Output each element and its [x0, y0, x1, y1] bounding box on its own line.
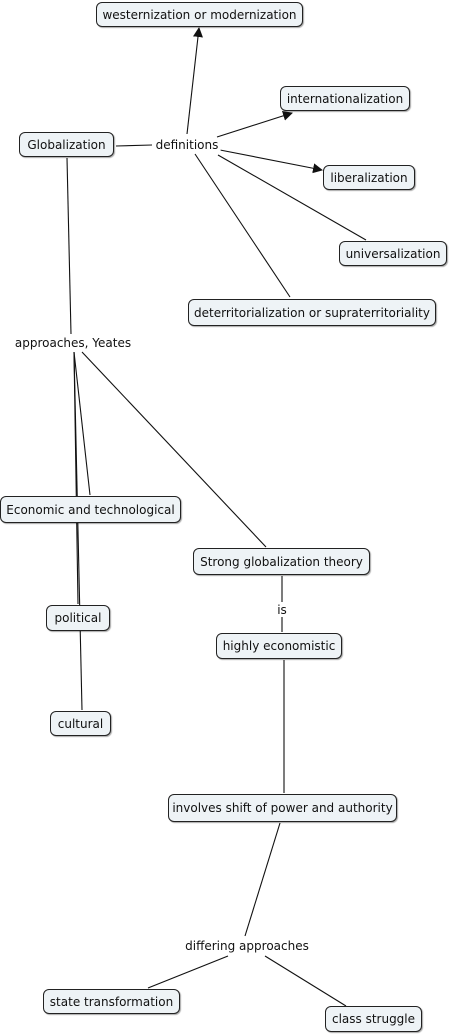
concept-node-globalization[interactable]: Globalization: [19, 132, 114, 157]
concept-node-economic[interactable]: Economic and technological: [0, 496, 181, 523]
connector-globalization-definitions: [115, 144, 153, 147]
connector-approaches-strong-theory: [81, 351, 267, 548]
concept-node-highly-economistic[interactable]: highly economistic: [216, 633, 342, 659]
concept-node-deterritorialization[interactable]: deterritorialization or supraterritorial…: [188, 299, 436, 326]
linking-phrase-approaches[interactable]: approaches, Yeates: [12, 336, 134, 350]
concept-node-westernization[interactable]: westernization or modernization: [96, 2, 303, 27]
concept-node-state-transformation[interactable]: state transformation: [43, 989, 180, 1014]
connector-differing-state-transformation: [147, 955, 229, 989]
connector-involves-shift-differing: [244, 822, 281, 937]
concept-node-involves-shift[interactable]: involves shift of power and authority: [168, 794, 397, 822]
linking-phrase-differing[interactable]: differing approaches: [183, 939, 311, 953]
arrow-to-westernization: [186, 27, 203, 135]
concept-node-liberalization[interactable]: liberalization: [323, 165, 415, 190]
concept-node-universalization[interactable]: universalization: [339, 241, 447, 266]
connector-globalization-approaches: [66, 157, 72, 335]
concept-node-strong-theory[interactable]: Strong globalization theory: [193, 548, 370, 575]
linking-phrase-definitions[interactable]: definitions: [153, 138, 221, 152]
arrow-to-internationalization: [216, 110, 293, 138]
concept-node-class-struggle[interactable]: class struggle: [325, 1006, 422, 1032]
connector-differing-class-struggle: [264, 955, 347, 1007]
concept-node-internationalization[interactable]: internationalization: [280, 86, 410, 111]
linking-phrase-is[interactable]: is: [275, 603, 289, 617]
arrow-to-liberalization: [219, 149, 323, 174]
connector-definitions-deterritorialization: [194, 153, 291, 298]
connector-definitions-universalization: [217, 154, 367, 241]
concept-node-cultural[interactable]: cultural: [50, 711, 111, 736]
connector-approaches-cultural: [73, 351, 83, 711]
connector-approaches-economic: [73, 351, 91, 496]
concept-node-political[interactable]: political: [46, 605, 110, 631]
